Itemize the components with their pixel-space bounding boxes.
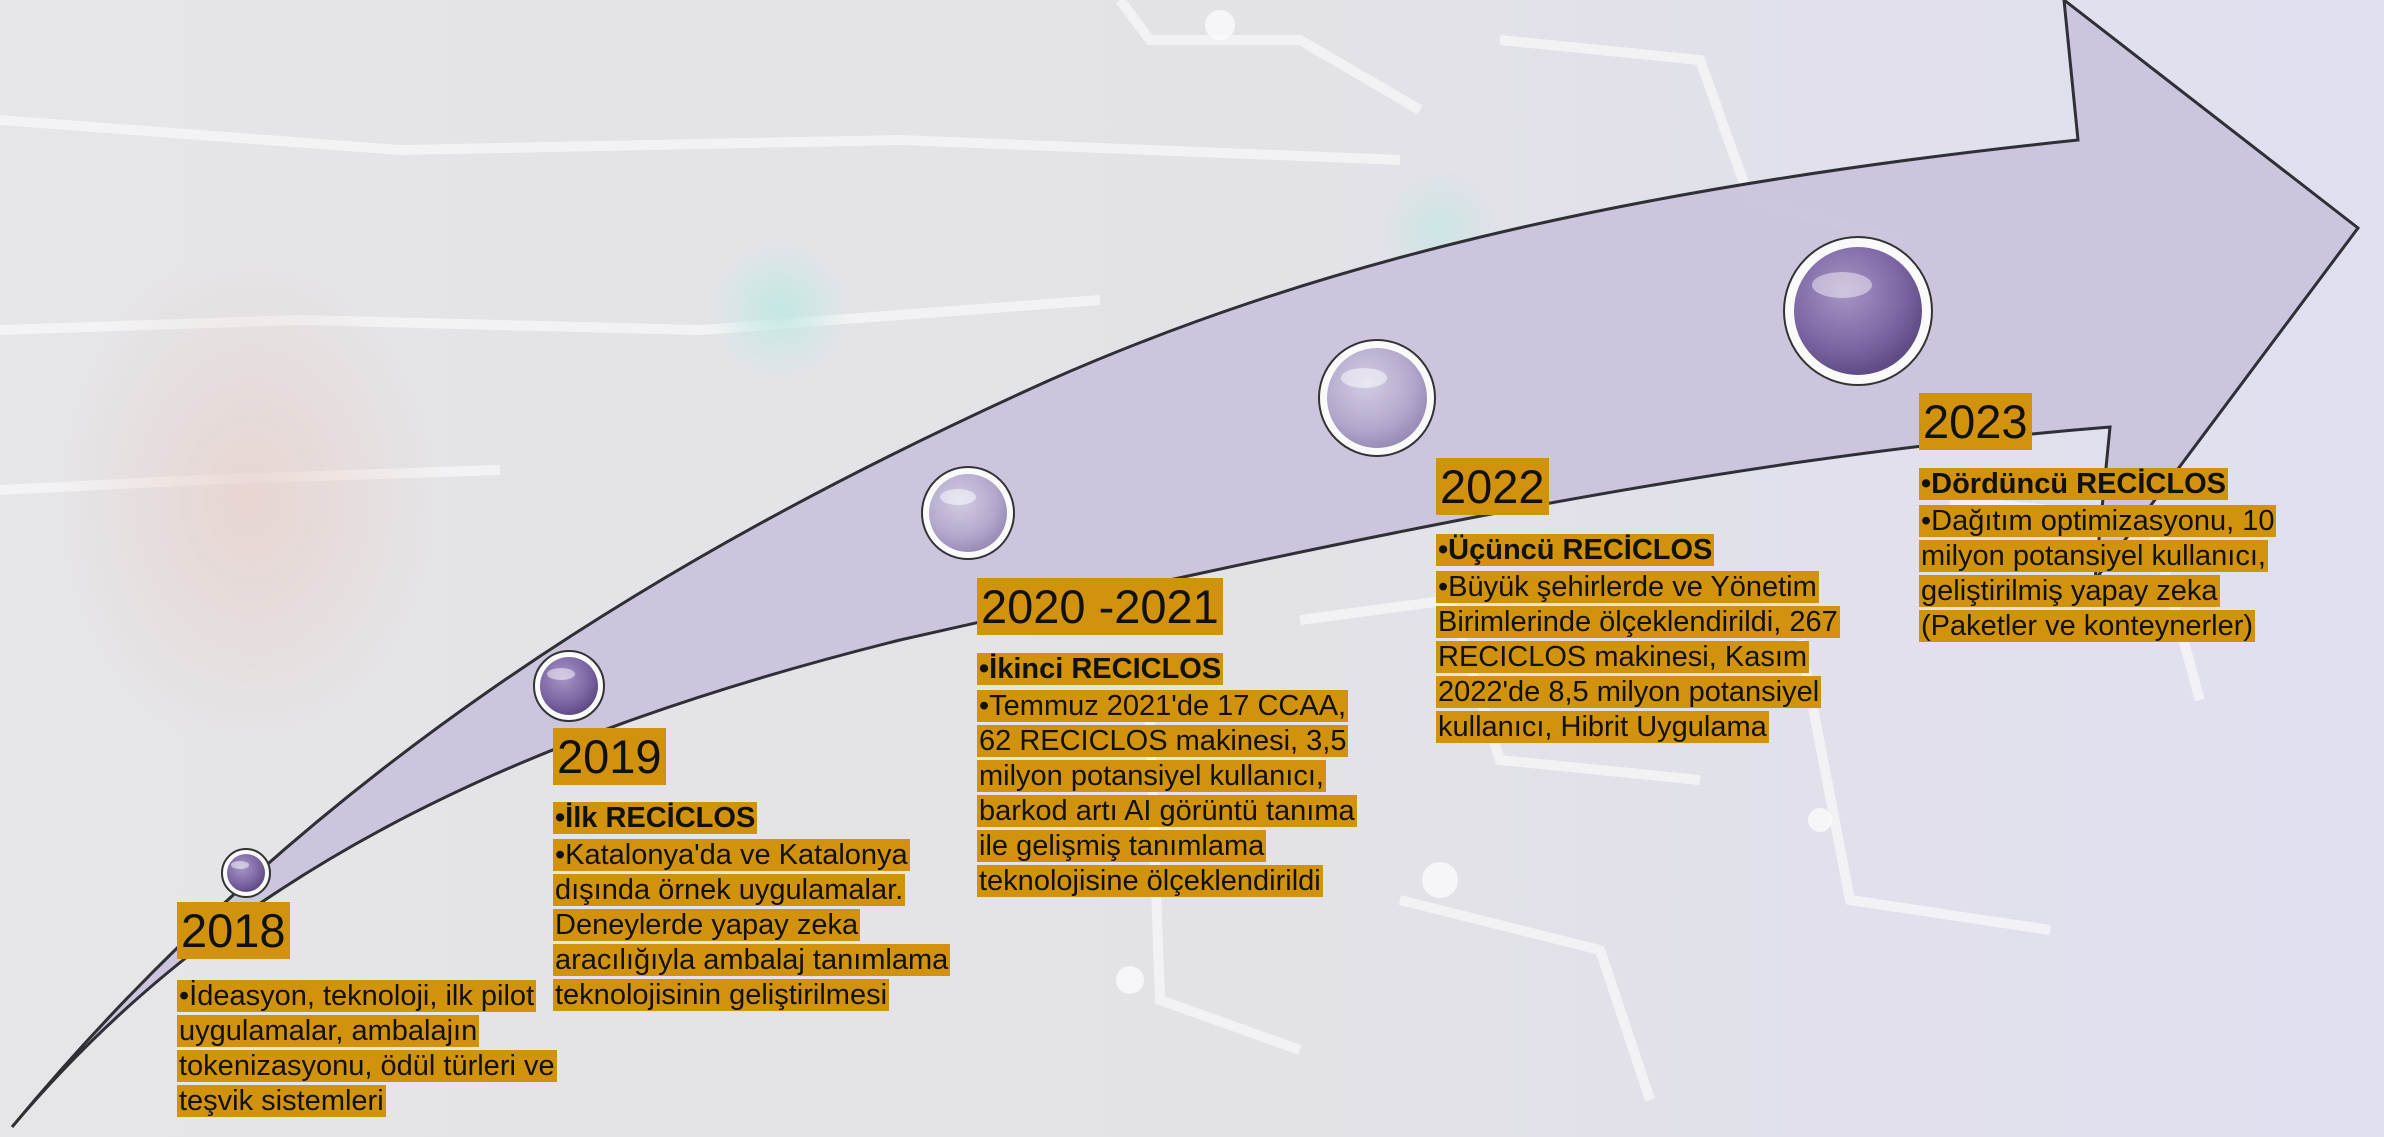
milestone-text-2019: •İlk RECİCLOS •Katalonya'da ve Katalonya… xyxy=(553,801,963,1015)
milestone-description: •Katalonya'da ve Katalonya dışında örnek… xyxy=(553,839,951,1011)
milestone-circle-2018 xyxy=(221,848,271,898)
year-label-2022: 2022 xyxy=(1436,458,1549,515)
milestone-circle-2022 xyxy=(1318,339,1436,457)
background-dots xyxy=(1116,10,1832,994)
milestone-text-2018: •İdeasyon, teknoloji, ilk pilot uygulama… xyxy=(177,979,567,1121)
milestone-description: •Büyük şehirlerde ve Yönetim Birimlerind… xyxy=(1436,571,1840,743)
year-label-2020-2021: 2020 -2021 xyxy=(977,578,1223,635)
milestone-description: •Temmuz 2021'de 17 CCAA, 62 RECICLOS mak… xyxy=(977,690,1357,897)
milestone-text-2020-2021: •İkinci RECICLOS •Temmuz 2021'de 17 CCAA… xyxy=(977,652,1377,901)
year-label-2023: 2023 xyxy=(1919,393,2032,450)
milestone-description: •Dağıtım optimizasyonu, 10 milyon potans… xyxy=(1919,505,2277,642)
year-label-2018: 2018 xyxy=(177,902,290,959)
milestone-circle-2023 xyxy=(1783,236,1933,386)
milestone-circle-2019 xyxy=(533,650,605,722)
milestone-text-2023: •Dördüncü RECİCLOS •Dağıtım optimizasyon… xyxy=(1919,467,2299,646)
milestone-heading: •Üçüncü RECİCLOS xyxy=(1436,534,1715,566)
milestone-description: •İdeasyon, teknoloji, ilk pilot uygulama… xyxy=(177,980,557,1117)
milestone-heading: •İkinci RECICLOS xyxy=(977,653,1224,685)
milestone-circles xyxy=(221,236,1933,898)
milestone-circle-2020-2021 xyxy=(921,466,1015,560)
milestone-text-2022: •Üçüncü RECİCLOS •Büyük şehirlerde ve Yö… xyxy=(1436,533,1846,747)
milestone-heading: •İlk RECİCLOS xyxy=(553,802,758,834)
milestone-heading: •Dördüncü RECİCLOS xyxy=(1919,468,2228,500)
year-label-2019: 2019 xyxy=(553,728,666,785)
